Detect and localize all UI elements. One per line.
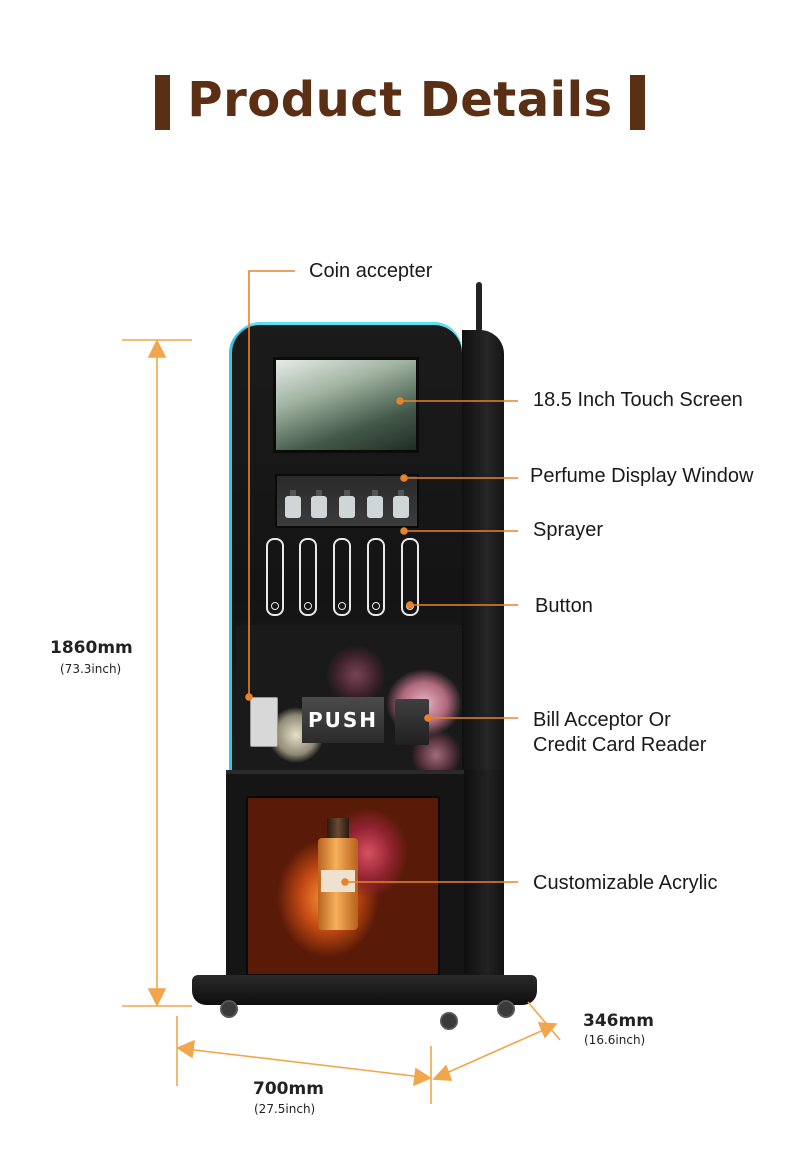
depth-arrow-right [537, 1022, 558, 1039]
height-arrow-bottom [147, 988, 167, 1007]
label-touch-screen: 18.5 Inch Touch Screen [533, 389, 743, 411]
callout-line-coin [248, 270, 295, 697]
bill-acceptor-slot [395, 699, 429, 745]
touch-screen [273, 357, 419, 453]
machine-side-panel [462, 330, 504, 770]
button-3 [338, 602, 346, 610]
wheel-center [440, 1012, 458, 1030]
depth-tick-right [527, 1001, 561, 1041]
acrylic-bottle-cap [327, 818, 349, 840]
perfume-display-window [275, 474, 419, 528]
label-display-window: Perfume Display Window [530, 465, 754, 487]
acrylic-bottle-label [321, 870, 355, 892]
callout-dot-bill [424, 714, 432, 722]
button-1 [271, 602, 279, 610]
height-arrow-top [147, 339, 167, 358]
sprayer-4 [367, 538, 385, 616]
label-acrylic: Customizable Acrylic [533, 872, 718, 894]
callout-dot-display [400, 474, 408, 482]
depth-arrow-left [432, 1064, 453, 1081]
wheel-left [220, 1000, 238, 1018]
title-bar-left [155, 75, 170, 130]
bottle-5 [393, 490, 409, 518]
bottle-2 [311, 490, 327, 518]
bottle-3 [339, 490, 355, 518]
label-card-reader: Credit Card Reader [533, 734, 707, 756]
callout-dot-sprayer [400, 527, 408, 535]
width-value: 700mm [253, 1079, 324, 1099]
depth-line [441, 1027, 549, 1076]
sprayer-3 [333, 538, 351, 616]
width-arrow-left [176, 1039, 195, 1059]
height-value-inch: (73.3inch) [60, 662, 122, 676]
callout-dot-coin [245, 693, 253, 701]
button-4 [372, 602, 380, 610]
machine-base [192, 975, 537, 1005]
wheel-right [497, 1000, 515, 1018]
depth-value-inch: (16.6inch) [584, 1033, 646, 1047]
width-value-inch: (27.5inch) [254, 1102, 316, 1116]
antenna [476, 282, 482, 332]
push-panel: PUSH [302, 697, 384, 743]
bottle-1 [285, 490, 301, 518]
callout-dot-acrylic [341, 878, 349, 886]
sprayer-2 [299, 538, 317, 616]
callout-dot-button [406, 601, 414, 609]
callout-dot-screen [396, 397, 404, 405]
width-arrow-right [413, 1067, 432, 1087]
sprayer-1 [266, 538, 284, 616]
label-coin-accepter: Coin accepter [309, 260, 433, 282]
button-2 [304, 602, 312, 610]
height-value: 1860mm [50, 638, 133, 658]
width-line [185, 1048, 423, 1078]
machine-lower-side [464, 770, 504, 980]
label-sprayer: Sprayer [533, 519, 604, 541]
label-bill-acceptor: Bill Acceptor Or [533, 709, 671, 731]
coin-accepter-slot [250, 697, 278, 747]
title-bar-right [630, 75, 645, 130]
page-title: Product Details [187, 72, 613, 128]
depth-value: 346mm [583, 1011, 654, 1031]
label-button: Button [535, 595, 593, 617]
bottle-4 [367, 490, 383, 518]
